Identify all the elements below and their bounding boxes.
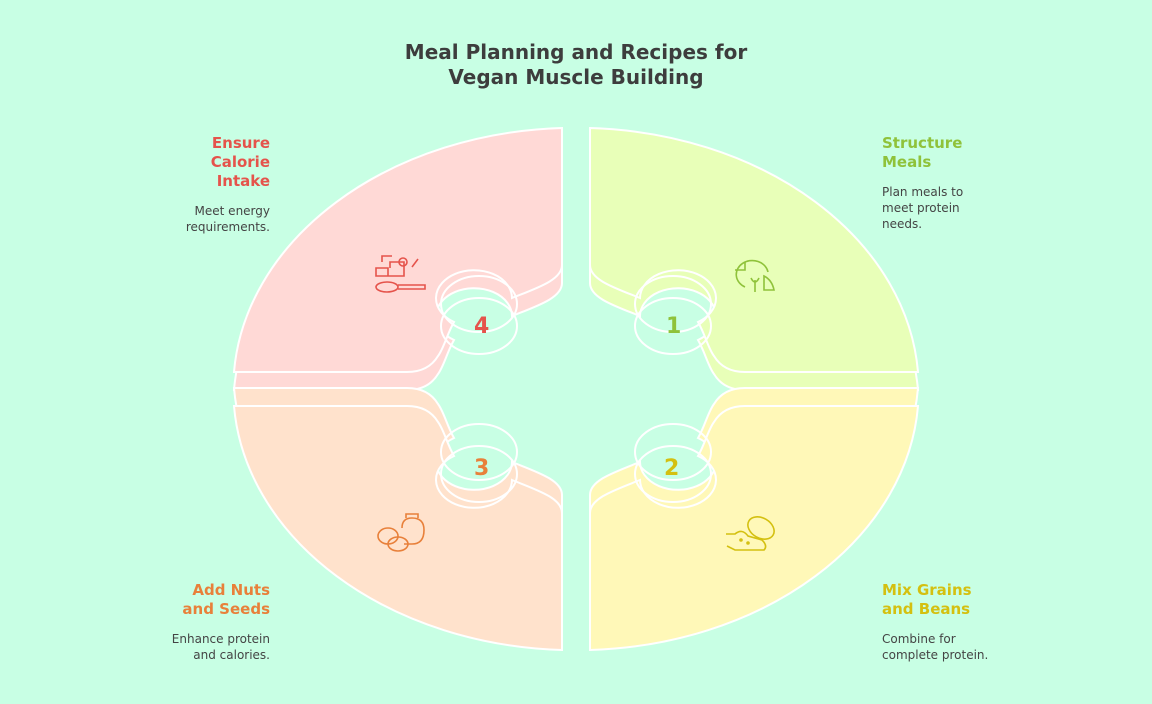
- title-line-2: Vegan Muscle Building: [448, 65, 704, 89]
- nuts-seeds-icon: [377, 513, 425, 552]
- step-4-title-2: Calorie: [210, 153, 270, 171]
- quadrant-4: [233, 127, 563, 391]
- step-1-title: Structure: [882, 134, 963, 152]
- bean-grain-icon: [726, 516, 775, 551]
- step-3-title-2: and Seeds: [182, 600, 270, 618]
- plate-fork-knife-icon: [735, 259, 775, 292]
- quadrant-2: [589, 387, 919, 651]
- step-number-4: 4: [474, 314, 490, 339]
- step-1-title-2: Meals: [882, 153, 932, 171]
- step-2-title: Mix Grains: [882, 581, 972, 599]
- step-4-desc-2: requirements.: [185, 220, 270, 234]
- step-1-desc-2: meet protein: [882, 201, 960, 215]
- quadrant-3: [233, 387, 563, 651]
- step-number-1: 1: [666, 314, 682, 339]
- step-3-title: Add Nuts: [192, 581, 270, 599]
- title-line-1: Meal Planning and Recipes for: [404, 40, 748, 64]
- diagram-title: Meal Planning and Recipes for Vegan Musc…: [0, 40, 1152, 90]
- step-3-desc-2: and calories.: [193, 648, 270, 662]
- quadrant-1: [589, 127, 919, 391]
- step-number-3: 3: [474, 456, 490, 481]
- scale-calorie-icon: [375, 255, 426, 293]
- step-4-title-3: Intake: [216, 172, 270, 190]
- step-2-desc: Combine for: [882, 632, 956, 646]
- step-4-desc: Meet energy: [194, 204, 270, 218]
- step-2-desc-2: complete protein.: [882, 648, 989, 662]
- step-4-title: Ensure: [211, 134, 270, 152]
- step-number-2: 2: [664, 456, 680, 481]
- step-2-title-2: and Beans: [882, 600, 971, 618]
- step-1-desc: Plan meals to: [882, 185, 964, 199]
- step-3-desc: Enhance protein: [171, 632, 270, 646]
- step-1-desc-3: needs.: [882, 217, 923, 231]
